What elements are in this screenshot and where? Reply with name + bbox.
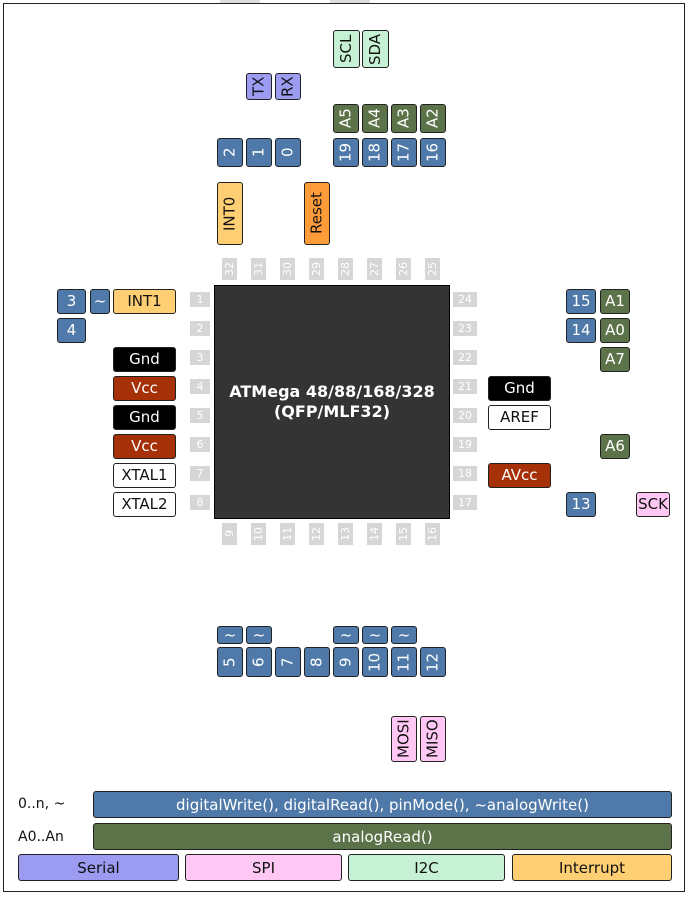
digital-pin-18: 18 [362,138,388,167]
pin-number: 29 [309,258,324,280]
int1-label: INT1 [113,289,176,314]
chip-body: ATMega 48/88/168/328 (QFP/MLF32) [214,285,450,519]
legend-interrupt: Interrupt [512,854,672,881]
analog-a6: A6 [600,434,630,459]
pin-number: 30 [280,258,295,280]
pwm-tilde: ~ [391,626,417,644]
sck-label: SCK [636,492,670,517]
digital-pin-15: 15 [566,289,596,314]
legend-digital-desc: digitalWrite(), digitalRead(), pinMode()… [93,791,672,818]
pwm-tilde: ~ [246,626,272,644]
tx-label: TX [246,73,272,100]
digital-pin-14: 14 [566,318,596,343]
gnd-label: Gnd [488,376,551,401]
xtal2-label: XTAL2 [113,492,176,517]
aref-label: AREF [488,405,551,430]
legend-spi: SPI [185,854,342,881]
digital-pin-11: 11 [391,647,417,677]
digital-pin-0: 0 [275,138,301,167]
digital-pin-8: 8 [304,647,330,677]
pin-number: 15 [396,523,411,545]
pin-number: 1 [190,292,210,307]
digital-pin-3: 3 [57,289,86,314]
legend-i2c: I2C [348,854,505,881]
digital-pin-19: 19 [333,138,359,167]
mosi-label: MOSI [391,716,417,762]
pin-number: 17 [453,495,477,510]
reset-label: Reset [304,182,330,245]
frame-tab [330,0,370,3]
analog-a5: A5 [333,104,359,133]
analog-a2: A2 [420,104,446,133]
avcc-label: AVcc [488,463,551,488]
pwm-tilde: ~ [217,626,243,644]
digital-pin-4: 4 [57,318,86,343]
legend-analog-key: A0..An [18,829,64,845]
pin-number: 24 [453,292,477,307]
legend-analog-desc: analogRead() [93,823,672,850]
frame-tab [220,0,260,3]
pin-number: 21 [453,379,477,394]
digital-pin-2: 2 [217,138,243,167]
digital-pin-12: 12 [420,647,446,677]
gnd-label: Gnd [113,347,176,372]
pin-number: 23 [453,321,477,336]
pin-number: 4 [190,379,210,394]
digital-pin-17: 17 [391,138,417,167]
pin-number: 16 [425,523,440,545]
digital-pin-5: 5 [217,647,243,677]
sda-label: SDA [362,30,389,68]
xtal1-label: XTAL1 [113,463,176,488]
pin-number: 9 [222,523,237,545]
digital-pin-13: 13 [566,492,596,517]
pwm-tilde: ~ [362,626,388,644]
pin-number: 10 [251,523,266,545]
pin-number: 6 [190,437,210,452]
rx-label: RX [275,73,301,100]
pin-number: 18 [453,466,477,481]
analog-a0: A0 [600,318,630,343]
legend-serial: Serial [18,854,179,881]
pwm-tilde: ~ [90,289,110,314]
pin-number: 14 [367,523,382,545]
vcc-label: Vcc [113,376,176,401]
pin-number: 5 [190,408,210,423]
gnd-label: Gnd [113,405,176,430]
pin-number: 2 [190,321,210,336]
pin-number: 27 [367,258,382,280]
digital-pin-6: 6 [246,647,272,677]
pin-number: 19 [453,437,477,452]
miso-label: MISO [420,716,446,762]
digital-pin-10: 10 [362,647,388,677]
pin-number: 28 [338,258,353,280]
scl-label: SCL [333,30,360,68]
pin-number: 12 [309,523,324,545]
digital-pin-16: 16 [420,138,446,167]
analog-a7: A7 [600,347,630,372]
chip-package: (QFP/MLF32) [273,402,391,421]
digital-pin-9: 9 [333,647,359,677]
digital-pin-7: 7 [275,647,301,677]
pin-number: 7 [190,466,210,481]
pin-number: 26 [396,258,411,280]
chip-name: ATMega 48/88/168/328 [229,382,435,401]
digital-pin-1: 1 [246,138,272,167]
pin-number: 31 [251,258,266,280]
analog-a3: A3 [391,104,417,133]
pin-number: 11 [280,523,295,545]
pin-number: 25 [425,258,440,280]
pin-number: 3 [190,350,210,365]
int0-label: INT0 [217,182,243,245]
legend-digital-key: 0..n, ~ [18,796,66,812]
pin-number: 8 [190,495,210,510]
analog-a4: A4 [362,104,388,133]
pin-number: 13 [338,523,353,545]
pin-number: 20 [453,408,477,423]
pin-number: 22 [453,350,477,365]
analog-a1: A1 [600,289,630,314]
pwm-tilde: ~ [333,626,359,644]
pin-number: 32 [222,258,237,280]
vcc-label: Vcc [113,434,176,459]
